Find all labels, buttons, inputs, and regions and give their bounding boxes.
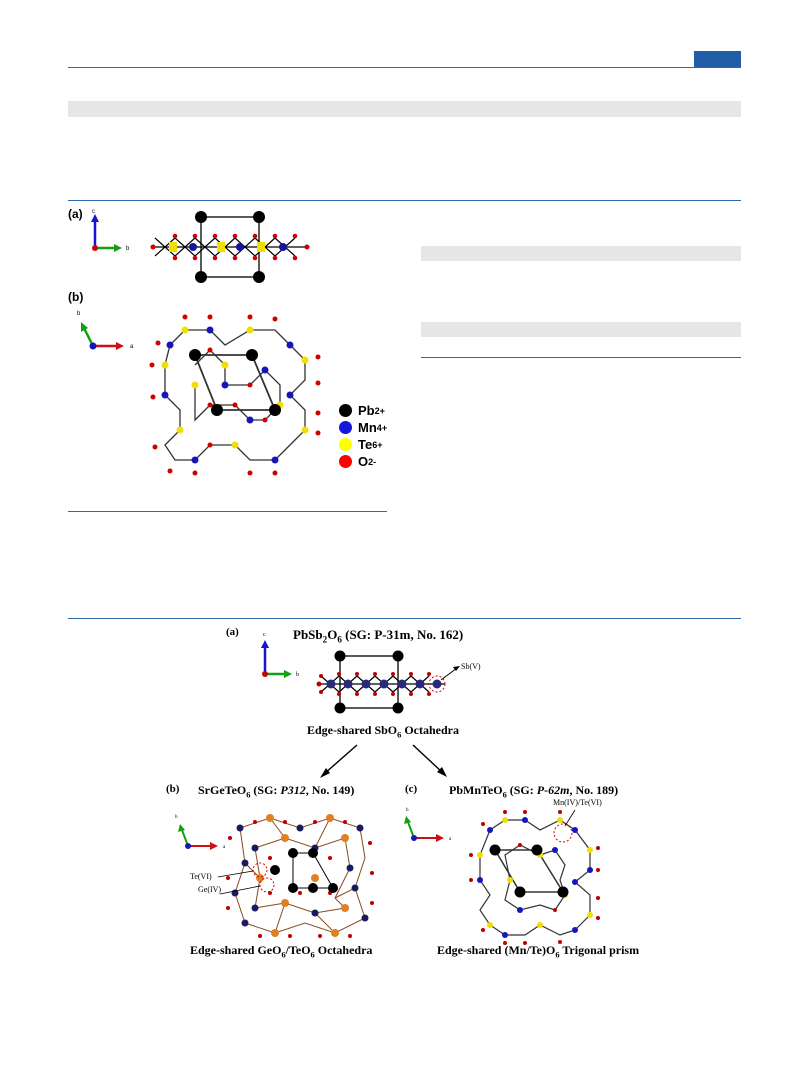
- header-rule: [68, 67, 741, 68]
- legend-mn-charge: 4+: [376, 422, 388, 433]
- fig1-caption-rule: [68, 511, 387, 512]
- right-bar-1: [421, 246, 741, 261]
- fig1-a-structure: [150, 211, 310, 283]
- axis-a-label: a: [130, 344, 134, 350]
- legend-mn-ion: Mn: [358, 420, 377, 435]
- sb-label: Sb(V): [461, 662, 481, 671]
- svg-text:c: c: [263, 632, 266, 638]
- fig2-title-a: PbSb2O6 (SG: P-31m, No. 162): [293, 627, 464, 645]
- svg-text:b: b: [296, 672, 299, 678]
- fig1-panel-b-label: (b): [68, 290, 84, 304]
- fig2-title-c: PbMnTeO6 (SG: P-62m, No. 189): [449, 783, 619, 800]
- fig2-b-axes: b a: [175, 815, 226, 850]
- section-rule-2: [68, 618, 741, 619]
- fig2-caption-b: Edge-shared GeO6/TeO6 Octahedra: [190, 943, 373, 960]
- right-rule: [421, 357, 741, 358]
- right-bar-2: [421, 322, 741, 337]
- fig2-panel-c-label: (c): [405, 783, 418, 795]
- axis-b-label: b: [126, 246, 130, 252]
- header-tab: [694, 51, 741, 67]
- fig2-a-structure: [316, 650, 460, 714]
- legend-pb-swatch: [339, 404, 352, 417]
- mn-label: Mn(IV)/Te(VI): [553, 798, 602, 807]
- fig1-b-structure: [149, 314, 321, 476]
- fig1-panel-a-label: (a): [68, 207, 83, 221]
- svg-text:b: b: [406, 808, 409, 813]
- fig2-a-axes: c b: [261, 632, 299, 678]
- legend-o-ion: O: [358, 454, 369, 469]
- axis-c-label: c: [92, 209, 95, 215]
- fig2-caption-c: Edge-shared (Mn/Te)O6 Trigonal prism: [437, 943, 640, 960]
- fig2-panel-b-label: (b): [166, 783, 180, 795]
- legend-pb-ion: Pb: [358, 403, 375, 418]
- legend-te-charge: 6+: [372, 439, 383, 450]
- fig1-b-axes: b a: [77, 311, 134, 350]
- te-label: Te(VI): [190, 872, 212, 881]
- legend-o-charge: 2-: [368, 456, 377, 467]
- fig2-c-structure: [469, 809, 600, 945]
- section-rule-1: [68, 200, 741, 201]
- axis-b-label: b: [77, 311, 81, 317]
- legend-te-ion: Te: [358, 437, 373, 452]
- svg-text:b: b: [175, 815, 178, 820]
- ge-label: Ge(IV): [198, 885, 222, 894]
- legend-pb-charge: 2+: [374, 405, 385, 416]
- svg-text:a: a: [449, 837, 452, 842]
- svg-text:a: a: [223, 845, 226, 850]
- fig2-panel-a-label: (a): [226, 626, 239, 638]
- legend-te-swatch: [339, 438, 352, 451]
- fig1-a-axes: c b: [91, 209, 130, 252]
- fig2-c-axes: b a: [404, 808, 452, 842]
- legend-mn-swatch: [339, 421, 352, 434]
- fig2-b-structure: [217, 814, 374, 938]
- legend-o-swatch: [339, 455, 352, 468]
- fig2-caption-a: Edge-shared SbO6 Octahedra: [307, 723, 459, 740]
- title-bar: [68, 101, 741, 117]
- fig2-title-b: SrGeTeO6 (SG: P312, No. 149): [198, 783, 355, 800]
